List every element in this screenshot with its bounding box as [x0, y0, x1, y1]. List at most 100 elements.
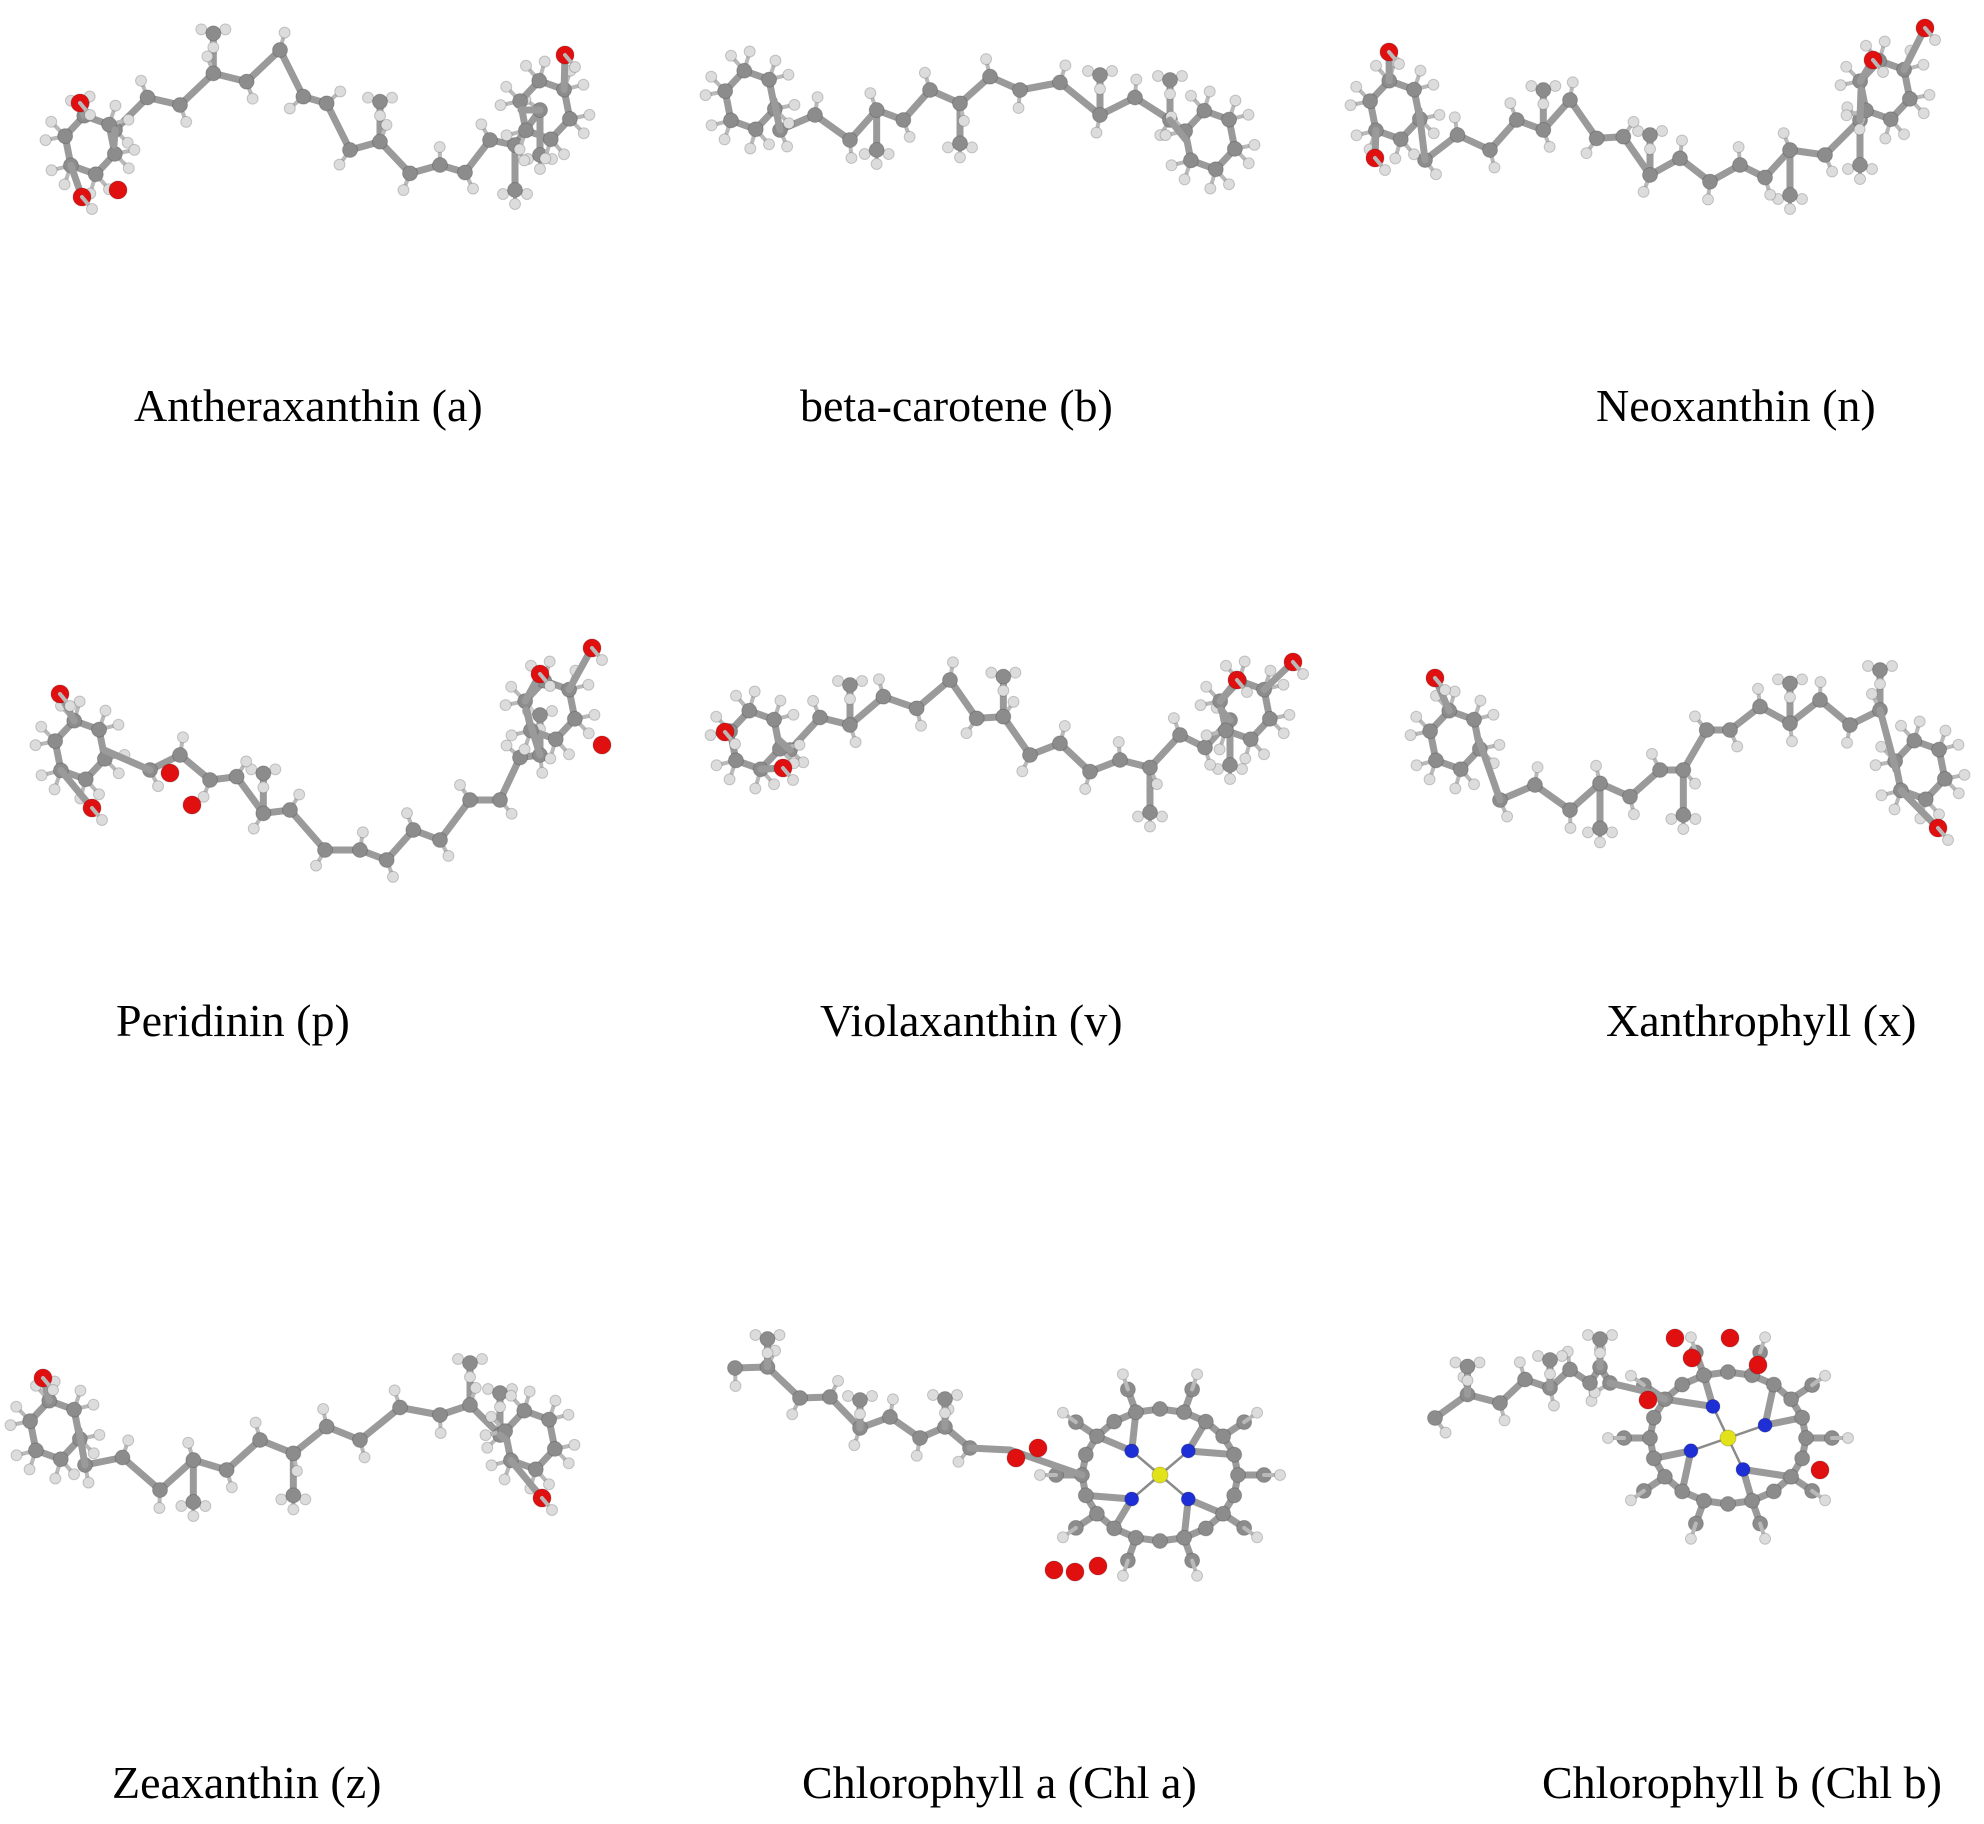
hydrogen-atom — [1427, 78, 1440, 91]
hydrogen-atom — [718, 133, 731, 146]
carbon-atom — [1127, 89, 1143, 106]
hydrogen-atom — [854, 1408, 866, 1420]
hydrogen-atom — [454, 779, 467, 792]
hydrogen-atom — [1665, 813, 1678, 825]
hydrogen-atom — [787, 774, 799, 786]
carbon-atom — [255, 805, 272, 822]
hydrogen-atom — [1439, 1426, 1452, 1439]
hydrogen-atom — [293, 788, 306, 801]
carbon-atom — [432, 157, 448, 173]
carbon-atom — [822, 1389, 838, 1405]
carbon-atom — [1535, 122, 1552, 138]
hydrogen-atom — [4, 1419, 17, 1432]
carbon-atom — [852, 1392, 868, 1408]
hydrogen-atom — [1958, 768, 1971, 781]
carbon-atom — [1562, 92, 1578, 108]
carbon-atom — [1722, 722, 1738, 738]
molecule-zeaxanthin — [4, 1353, 581, 1522]
hydrogen-atom — [287, 1503, 300, 1516]
hydrogen-atom — [1594, 836, 1606, 849]
hydrogen-atom — [1590, 759, 1603, 772]
carbon-atom — [378, 852, 395, 868]
hydrogen-atom — [509, 198, 521, 210]
carbon-atom — [1106, 1413, 1123, 1430]
hydrogen-atom — [705, 70, 718, 83]
bond — [946, 676, 981, 722]
hydrogen-atom — [588, 708, 601, 721]
hydrogen-atom — [1200, 680, 1213, 693]
hydrogen-atom — [558, 148, 571, 161]
carbon-atom — [761, 71, 778, 88]
hydrogen-atom — [1917, 58, 1930, 71]
carbon-atom — [516, 1402, 533, 1419]
hydrogen-atom — [793, 738, 806, 751]
panel-chlorophyll-b: Chlorophyll b (Chl b) — [1420, 1280, 1984, 1820]
hydrogen-atom — [494, 1401, 506, 1413]
hydrogen-atom — [87, 1398, 100, 1411]
carbon-atom — [1642, 1430, 1658, 1446]
carbon-atom — [87, 166, 104, 183]
hydrogen-atom — [1283, 708, 1296, 721]
carbon-atom — [285, 1445, 302, 1462]
carbon-atom — [995, 668, 1012, 685]
hydrogen-atom — [788, 98, 801, 111]
carbon-atom — [492, 1385, 508, 1401]
panel-violaxanthin: Violaxanthin (v) — [700, 600, 1360, 1060]
carbon-atom — [1702, 173, 1718, 190]
hydrogen-atom — [1277, 678, 1290, 691]
carbon-atom — [1162, 72, 1178, 88]
carbon-atom — [1622, 788, 1638, 805]
hydrogen-atom — [729, 1379, 742, 1392]
carbon-atom — [342, 142, 358, 158]
caption-peridinin: Peridinin (p) — [116, 995, 350, 1046]
carbon-atom — [1592, 820, 1608, 837]
carbon-atom — [1675, 807, 1692, 823]
carbon-atom — [868, 142, 885, 158]
hydrogen-atom — [249, 1416, 262, 1429]
hydrogen-atom — [1007, 695, 1020, 708]
hydrogen-atom — [844, 693, 856, 705]
hydrogen-atom — [1677, 823, 1690, 835]
carbon-atom — [205, 65, 222, 82]
hydrogen-atom — [1258, 748, 1271, 761]
hydrogen-atom — [842, 1390, 854, 1402]
molecule-peridinin — [29, 638, 612, 883]
hydrogen-atom — [500, 739, 513, 752]
hydrogen-atom — [1606, 1329, 1618, 1341]
hydrogen-atom — [980, 53, 993, 66]
hydrogen-atom — [1248, 138, 1261, 151]
carbon-atom — [1215, 1428, 1232, 1445]
carbon-atom — [1765, 1483, 1782, 1500]
hydrogen-atom — [1414, 64, 1427, 77]
bond — [496, 1431, 510, 1444]
hydrogen-atom — [195, 23, 208, 36]
carbon-atom — [1615, 128, 1632, 145]
hydrogen-atom — [109, 99, 122, 112]
hydrogen-atom — [505, 680, 518, 693]
hydrogen-atom — [1178, 173, 1191, 186]
hydrogen-atom — [386, 870, 399, 883]
hydrogen-atom — [1606, 826, 1618, 839]
hydrogen-atom — [1689, 813, 1702, 825]
hydrogen-atom — [1879, 132, 1892, 145]
hydrogen-atom — [99, 704, 112, 717]
hydrogen-atom — [519, 59, 532, 72]
oxygen-atom — [1682, 1348, 1702, 1368]
hydrogen-atom — [275, 1493, 288, 1506]
hydrogen-atom — [1772, 673, 1784, 686]
molecule-xanthrophyll — [1404, 660, 1971, 849]
hydrogen-atom — [64, 700, 76, 712]
hydrogen-atom — [1898, 128, 1911, 141]
hydrogen-atom — [1842, 163, 1854, 175]
carbon-atom — [1452, 761, 1469, 778]
hydrogen-atom — [1369, 59, 1382, 72]
carbon-atom — [1449, 127, 1466, 143]
carbon-atom — [807, 107, 823, 123]
molecule-antheraxanthin — [39, 23, 596, 215]
carbon-atom — [1197, 1520, 1214, 1537]
hydrogen-atom — [1449, 782, 1462, 795]
hydrogen-atom — [518, 743, 531, 756]
hydrogen-atom — [269, 763, 282, 776]
hydrogen-atom — [1277, 727, 1290, 740]
hydrogen-atom — [112, 767, 125, 780]
